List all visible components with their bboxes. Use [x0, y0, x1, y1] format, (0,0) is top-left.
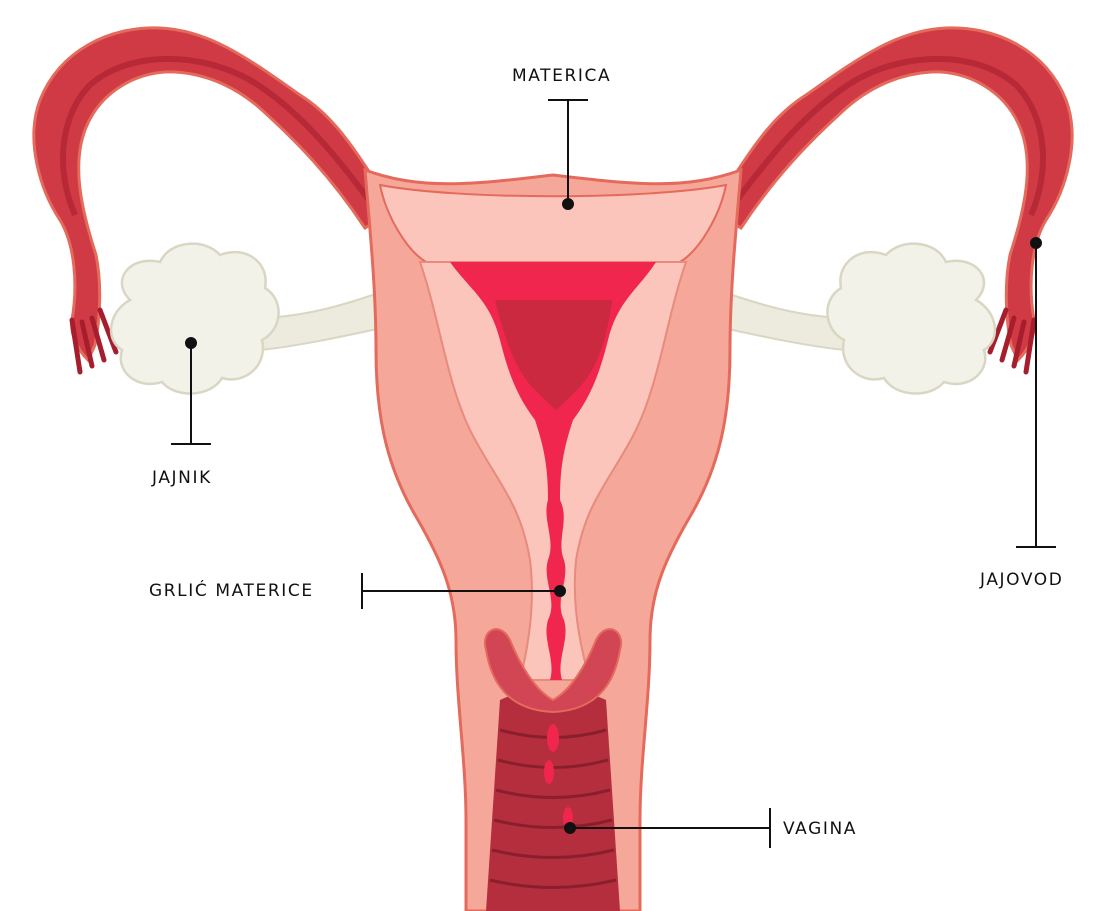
- materica-leader-dot: [563, 199, 573, 209]
- right-ovary: [827, 244, 994, 394]
- label-materica: MATERICA: [512, 66, 611, 86]
- fluid-drop-2: [544, 760, 554, 784]
- left-ovary: [111, 244, 278, 394]
- grlic-leader-dot: [555, 586, 565, 596]
- fluid-drop-1: [547, 724, 559, 752]
- jajovod-leader-dot: [1031, 238, 1041, 248]
- label-grlic-materice: GRLIĆ MATERICE: [149, 581, 314, 601]
- jajnik-leader-dot: [186, 338, 196, 348]
- label-jajnik: JAJNIK: [152, 468, 212, 488]
- label-jajovod: JAJOVOD: [980, 570, 1063, 590]
- uterus-fundus-top: [380, 185, 726, 268]
- label-vagina: VAGINA: [783, 819, 857, 839]
- vagina-leader-dot: [565, 823, 575, 833]
